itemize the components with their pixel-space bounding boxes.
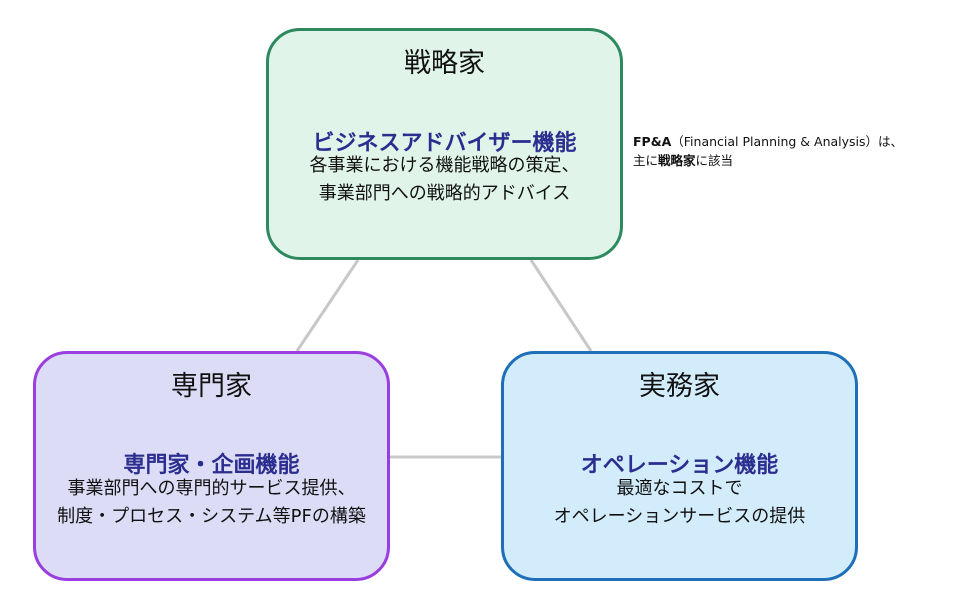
fpa-term: FP&A [633, 134, 672, 149]
operator-title: 実務家 [639, 371, 720, 402]
connector-strategist-specialist [295, 259, 360, 352]
fpa-note-suffix: に該当 [695, 153, 734, 168]
strategist-box: 戦略家 ビジネスアドバイザー機能 各事業における機能戦略の策定、 事業部門への戦… [266, 28, 623, 260]
strategist-desc-line-1: 各事業における機能戦略の策定、 [309, 155, 580, 176]
operator-box: 実務家 オペレーション機能 最適なコストで オペレーションサービスの提供 [501, 351, 858, 581]
fpa-note-prefix: 主に [633, 153, 659, 168]
operator-desc-line-2: オペレーションサービスの提供 [553, 506, 806, 527]
fpa-expansion: （Financial Planning & Analysis）は、 [671, 134, 904, 149]
specialist-desc-line-2: 制度・プロセス・システム等PFの構築 [57, 506, 366, 527]
specialist-box: 専門家 専門家・企画機能 事業部門への専門的サービス提供、 制度・プロセス・シス… [33, 351, 390, 581]
operator-desc-line-1: 最適なコストで [616, 478, 743, 499]
specialist-description: 事業部門への専門的サービス提供、 制度・プロセス・システム等PFの構築 [36, 475, 387, 531]
fpa-note-line-1: FP&A（Financial Planning & Analysis）は、 [633, 132, 903, 151]
strategist-desc-line-2: 事業部門への戦略的アドバイス [318, 183, 571, 204]
fpa-note: FP&A（Financial Planning & Analysis）は、 主に… [633, 132, 903, 170]
specialist-title: 専門家 [171, 371, 252, 402]
operator-description: 最適なコストで オペレーションサービスの提供 [504, 475, 855, 531]
specialist-heading: 専門家・企画機能 [123, 453, 300, 478]
fpa-note-role: 戦略家 [658, 153, 696, 168]
operator-heading: オペレーション機能 [580, 453, 779, 478]
specialist-desc-line-1: 事業部門への専門的サービス提供、 [67, 478, 356, 499]
strategist-description: 各事業における機能戦略の策定、 事業部門への戦略的アドバイス [269, 152, 620, 208]
fpa-note-line-2: 主に戦略家に該当 [633, 151, 903, 170]
strategist-heading: ビジネスアドバイザー機能 [312, 131, 577, 156]
connector-strategist-operator [529, 259, 593, 352]
strategist-title: 戦略家 [404, 48, 485, 79]
